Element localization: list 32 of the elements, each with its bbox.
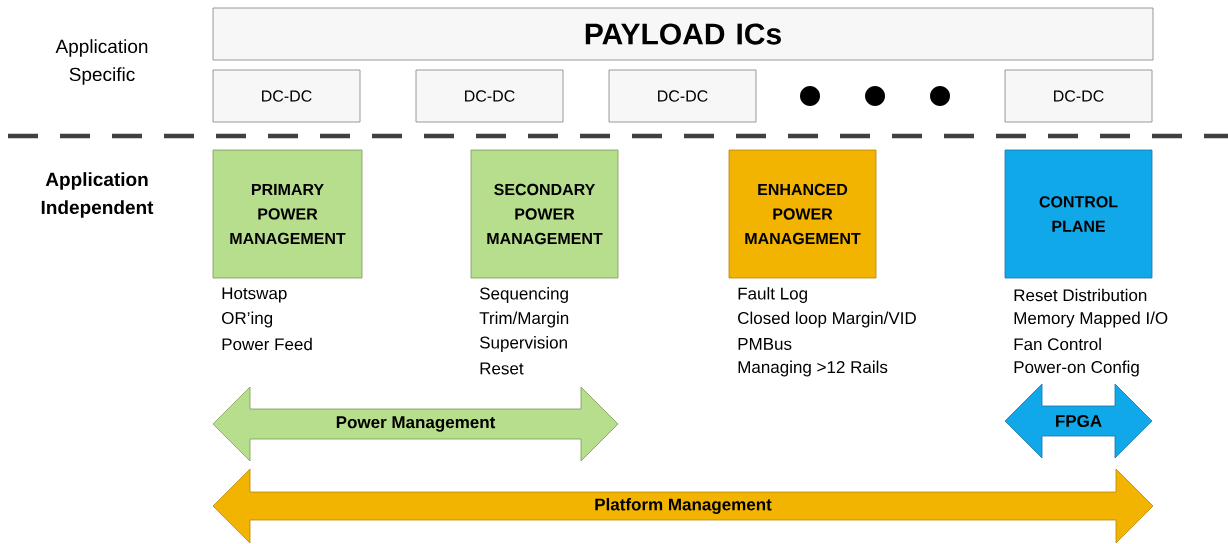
feature-text: Reset Distribution (1014, 288, 1147, 302)
feature-text: Power-on Config (1014, 360, 1139, 377)
ellipsis-dot (865, 86, 885, 106)
feature-text: Fault Log (738, 287, 807, 303)
function-box: PRIMARY POWER MANAGEMENT (212, 149, 363, 279)
function-box: CONTROL PLANE (1004, 149, 1153, 279)
converter-box: DC-DC (212, 69, 361, 123)
feature-text: Hotswap (222, 287, 287, 303)
feature-text: Fan Control (1014, 337, 1101, 351)
feature-text: Reset (480, 362, 524, 375)
double-arrow-band: Platform Management (212, 468, 1154, 544)
feature-text: Memory Mapped I/O (1014, 311, 1168, 328)
double-arrow-band: Power Management (212, 386, 619, 462)
row-label: Application Specific (55, 39, 148, 85)
function-box: ENHANCED POWER MANAGEMENT (728, 149, 877, 279)
ellipsis-dot (930, 86, 950, 106)
ellipsis-dot (800, 86, 820, 106)
double-arrow-band: FPGA (1004, 383, 1153, 459)
feature-text: Managing >12 Rails (738, 360, 888, 377)
feature-text: OR’ing (222, 311, 273, 328)
feature-text: Power Feed (222, 337, 312, 351)
title-box: PAYLOAD ICs (212, 7, 1154, 61)
row-label: Application Independent (41, 172, 154, 218)
converter-box: DC-DC (608, 69, 757, 123)
feature-text: Sequencing (480, 287, 568, 303)
feature-text: Closed loop Margin/VID (738, 311, 916, 328)
converter-box: DC-DC (415, 69, 564, 123)
function-box: SECONDARY POWER MANAGEMENT (470, 149, 619, 279)
feature-text: Supervision (480, 336, 567, 352)
feature-text: Trim/Margin (479, 311, 569, 328)
feature-text: PMBus (738, 338, 792, 350)
converter-box: DC-DC (1004, 69, 1153, 123)
